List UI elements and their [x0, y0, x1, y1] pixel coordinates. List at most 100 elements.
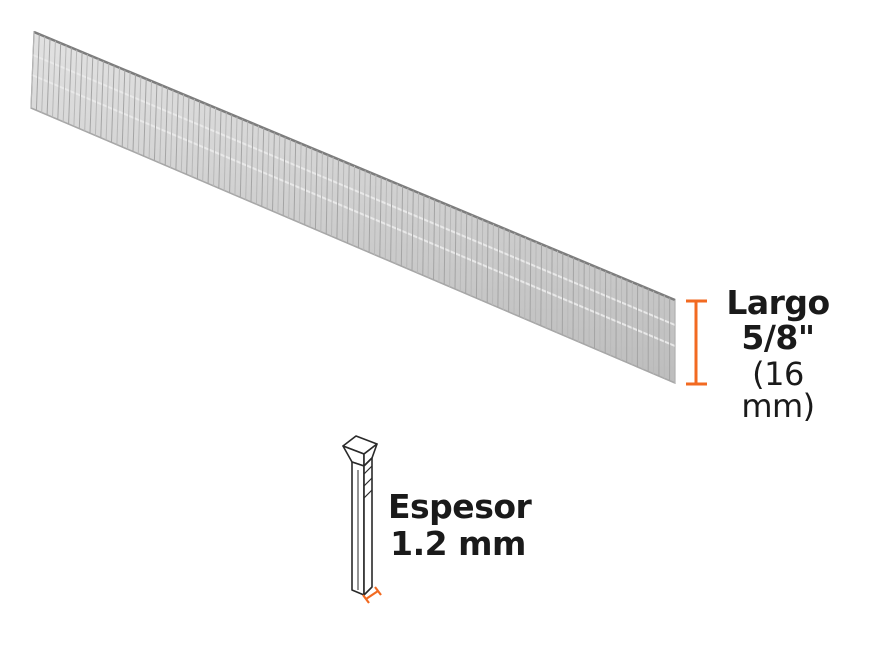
- nail-line: [288, 139, 291, 219]
- nail-line: [73, 49, 78, 127]
- nail-line: [94, 58, 99, 136]
- nail-line: [239, 119, 243, 198]
- nail-line: [255, 125, 259, 205]
- nail-line: [449, 206, 452, 287]
- nail-line: [486, 221, 489, 303]
- nail-line: [46, 38, 51, 115]
- nail-line: [89, 56, 94, 134]
- nail-line: [164, 87, 168, 166]
- nail-line: [433, 199, 436, 280]
- nail-line: [341, 161, 345, 241]
- nail-line: [304, 145, 307, 225]
- nail-line: [390, 181, 393, 262]
- nail-line: [111, 65, 115, 143]
- length-dimension-bracket: [686, 299, 707, 386]
- single-brad-nail-icon: [342, 435, 378, 596]
- nail-line: [218, 110, 222, 189]
- nail-line: [84, 54, 88, 131]
- nail-line: [416, 192, 420, 274]
- nail-line: [143, 78, 147, 157]
- nail-line: [202, 103, 206, 182]
- nail-line: [266, 130, 270, 209]
- nail-line: [395, 183, 398, 264]
- nail-line: [411, 190, 414, 271]
- nail-line: [556, 250, 558, 333]
- nail-strip-nails: [30, 31, 676, 383]
- nail-line: [545, 246, 548, 329]
- nail-line: [336, 159, 339, 239]
- nail-line: [105, 63, 110, 141]
- nail-line: [438, 201, 441, 283]
- nail-line: [529, 239, 532, 322]
- nail-line: [492, 224, 494, 306]
- thickness-title: Espesor: [388, 487, 532, 526]
- nail-line: [277, 134, 281, 214]
- nail-line: [561, 253, 564, 335]
- nail-line: [363, 170, 366, 251]
- nail-line: [116, 67, 120, 145]
- nail-line: [127, 72, 131, 150]
- nail-line: [272, 132, 275, 212]
- nail-line: [293, 141, 297, 221]
- nail-line: [213, 107, 217, 186]
- nail-line: [320, 152, 323, 232]
- nail-line: [535, 241, 537, 324]
- nail-line: [465, 212, 468, 294]
- nail-line: [41, 36, 46, 113]
- nail-line: [35, 34, 40, 111]
- nail-line: [508, 230, 510, 313]
- nail-line: [459, 210, 462, 292]
- nail-line: [551, 248, 553, 331]
- nail-line: [132, 74, 136, 152]
- nail-line: [229, 114, 233, 193]
- nail-line: [454, 208, 457, 290]
- nail-line: [502, 228, 505, 310]
- length-mm-value: (16 mm): [741, 355, 815, 425]
- nail-line: [78, 52, 83, 129]
- nail-line: [121, 69, 126, 148]
- nail-line: [368, 172, 371, 253]
- nail-line: [352, 165, 355, 246]
- nail-line: [443, 203, 446, 285]
- nail-line: [572, 257, 574, 340]
- nail-line: [68, 47, 72, 125]
- nail-line: [196, 101, 201, 180]
- nail-line: [497, 226, 500, 308]
- brad-nail-strip-icon: [30, 30, 676, 384]
- nail-line: [331, 157, 334, 237]
- nail-line: [207, 105, 211, 184]
- nail-line: [57, 43, 62, 120]
- nail-line: [52, 40, 56, 118]
- nail-line: [540, 244, 542, 326]
- nail-line: [309, 148, 313, 228]
- thickness-value: 1.2 mm: [390, 524, 526, 563]
- nail-line: [137, 76, 142, 154]
- nail-line: [298, 143, 302, 223]
- nail-line: [518, 235, 521, 317]
- nail-line: [261, 127, 265, 207]
- nail-line: [170, 90, 174, 168]
- nail-line: [481, 219, 484, 301]
- nail-line: [374, 174, 377, 255]
- nail-line: [406, 188, 409, 269]
- nail-line: [325, 154, 329, 235]
- nail-line: [191, 98, 195, 177]
- nail-line: [250, 123, 254, 203]
- nail-line: [245, 121, 249, 200]
- nail-line: [379, 177, 382, 258]
- nail-line: [347, 163, 350, 244]
- nail-line: [159, 85, 163, 164]
- nail-line: [180, 94, 185, 173]
- thickness-dimension-marker: [362, 586, 382, 604]
- nail-line: [384, 179, 388, 260]
- nail-line: [186, 96, 190, 175]
- nail-line: [357, 168, 361, 248]
- length-inches-value: 5/8": [741, 318, 815, 357]
- nail-line: [62, 45, 67, 122]
- nail-line: [30, 31, 35, 109]
- nail-line: [470, 215, 473, 296]
- nail-line: [282, 136, 286, 216]
- length-label: Largo 5/8" (16 mm): [712, 286, 844, 422]
- nail-line: [234, 116, 238, 196]
- nail-line: [513, 232, 516, 315]
